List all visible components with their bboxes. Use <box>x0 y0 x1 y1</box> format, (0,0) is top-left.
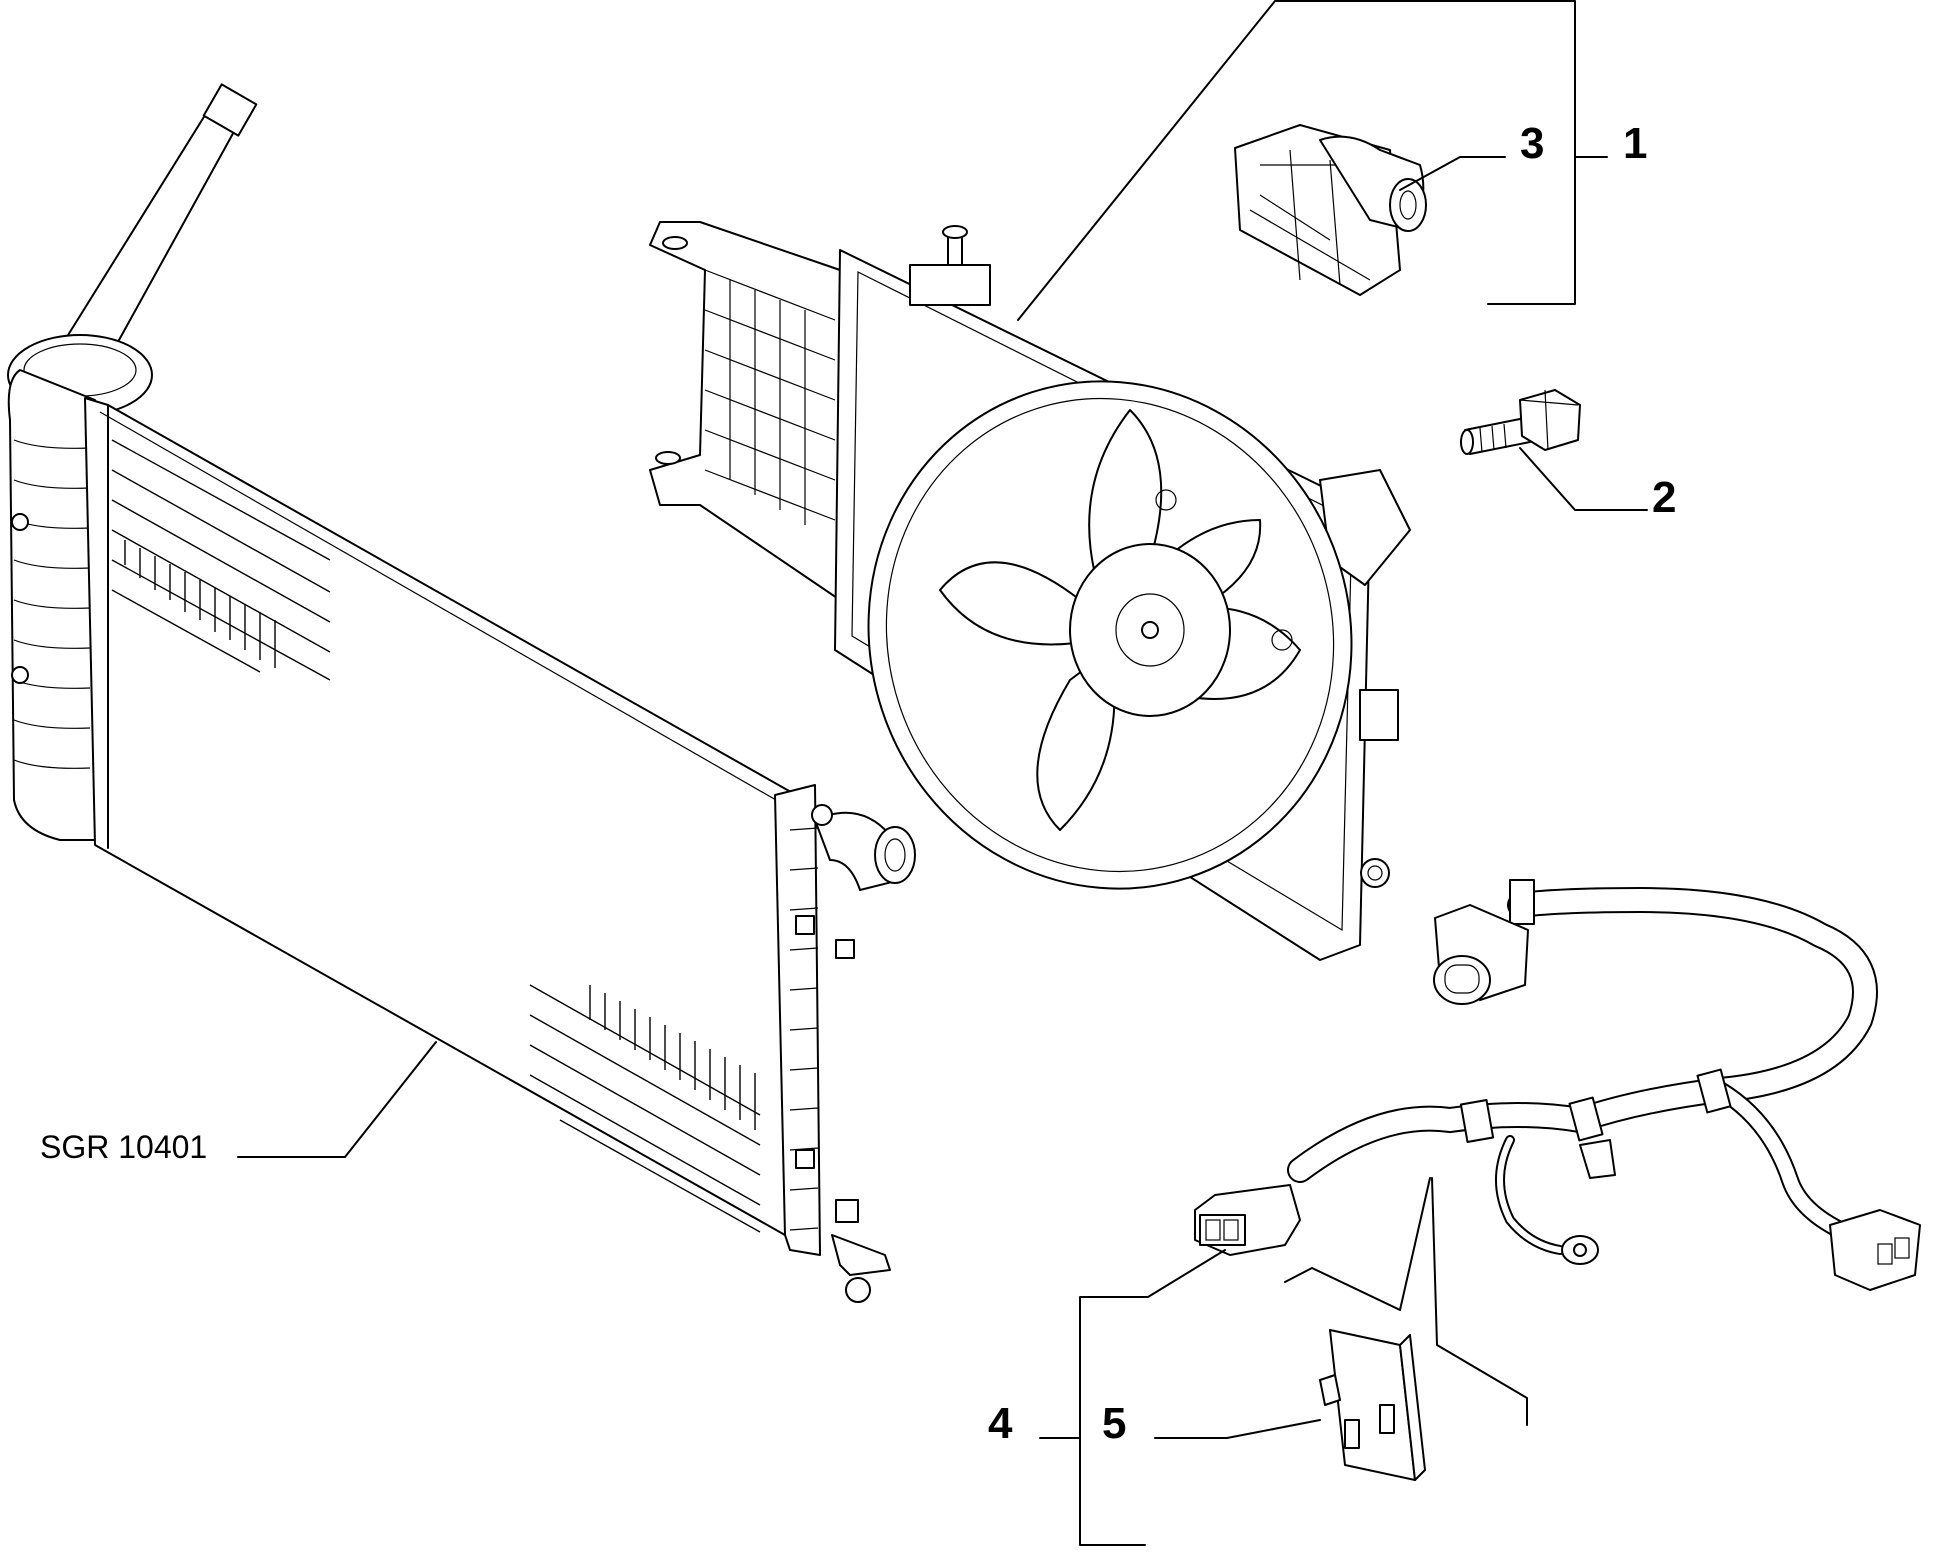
part-5-connector-cover <box>1319 1329 1426 1481</box>
part-4-wiring-harness <box>1194 879 1921 1291</box>
callout-2: 2 <box>1652 473 1676 522</box>
callout-3: 3 <box>1520 119 1544 168</box>
part-2-bolt <box>1460 389 1581 455</box>
leader-lines <box>237 0 1648 1546</box>
radiator <box>7 83 916 1303</box>
part-3-resistor-module <box>1234 124 1427 296</box>
callout-4: 4 <box>988 1399 1013 1448</box>
callout-1: 1 <box>1623 119 1647 168</box>
labels: 1 3 2 4 5 SGR 10401 <box>40 119 1676 1448</box>
callout-5: 5 <box>1102 1399 1126 1448</box>
fan-assembly <box>649 221 1411 961</box>
reference-code: SGR 10401 <box>40 1129 207 1165</box>
